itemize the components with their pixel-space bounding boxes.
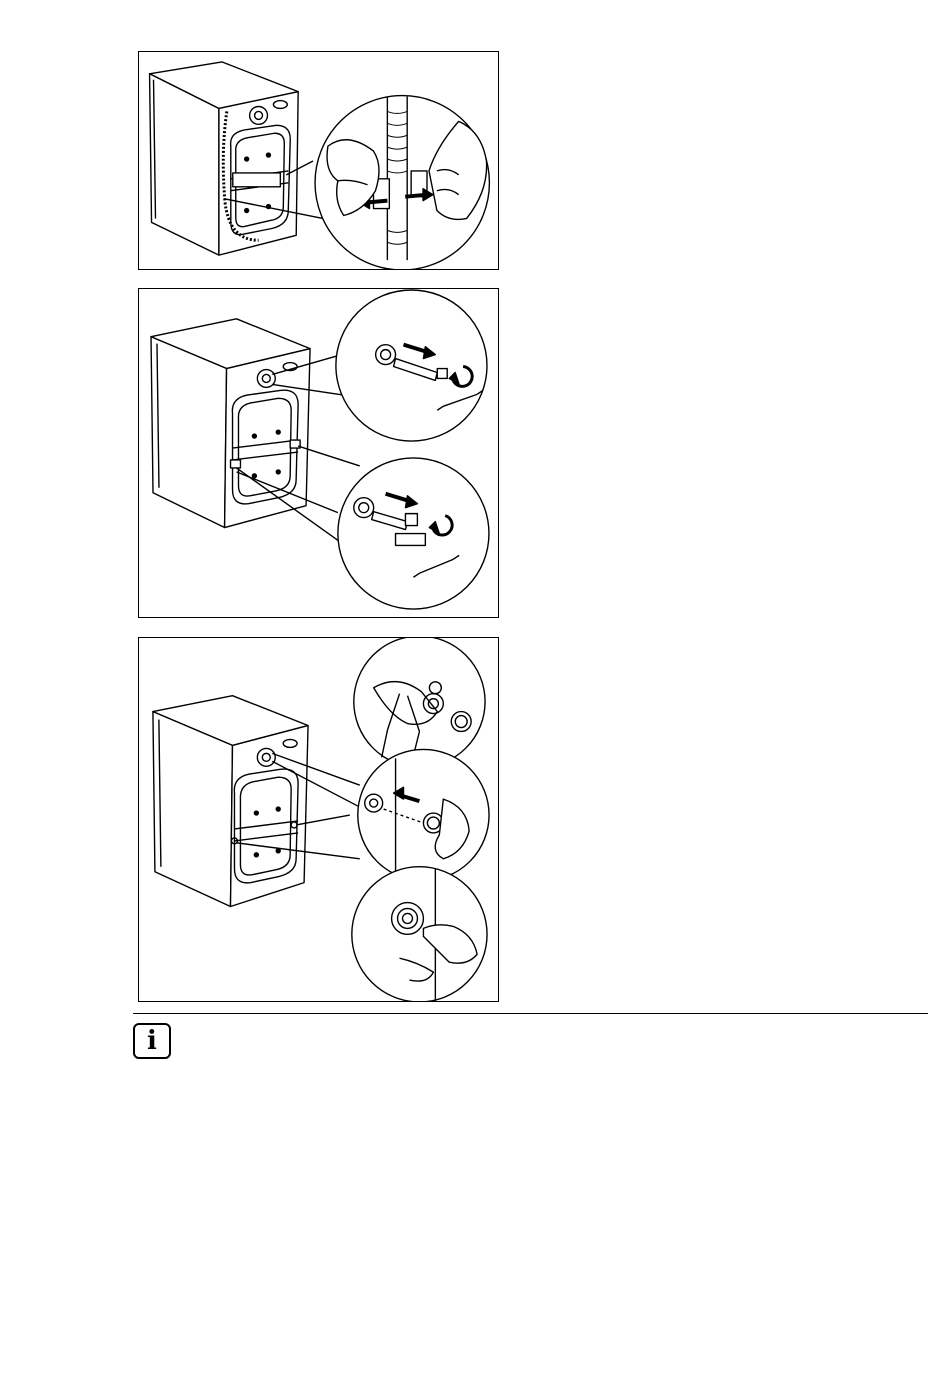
plastic-cap-insertion-illustration (139, 638, 498, 1001)
figure-hose-clamp-removal (138, 51, 499, 270)
section-divider (133, 1013, 928, 1014)
machine-side (153, 712, 233, 907)
transit-bolt-removal-illustration (139, 289, 498, 617)
figure-plastic-cap-insertion (138, 637, 499, 1002)
info-icon: i (133, 1023, 171, 1059)
machine-back (230, 726, 308, 907)
hose-clamp-removal-illustration (139, 52, 498, 269)
info-glyph: i (135, 1025, 169, 1057)
figure-transit-bolt-removal (138, 288, 499, 618)
machine-side (151, 337, 227, 528)
zoom-circle-middle (358, 749, 489, 880)
